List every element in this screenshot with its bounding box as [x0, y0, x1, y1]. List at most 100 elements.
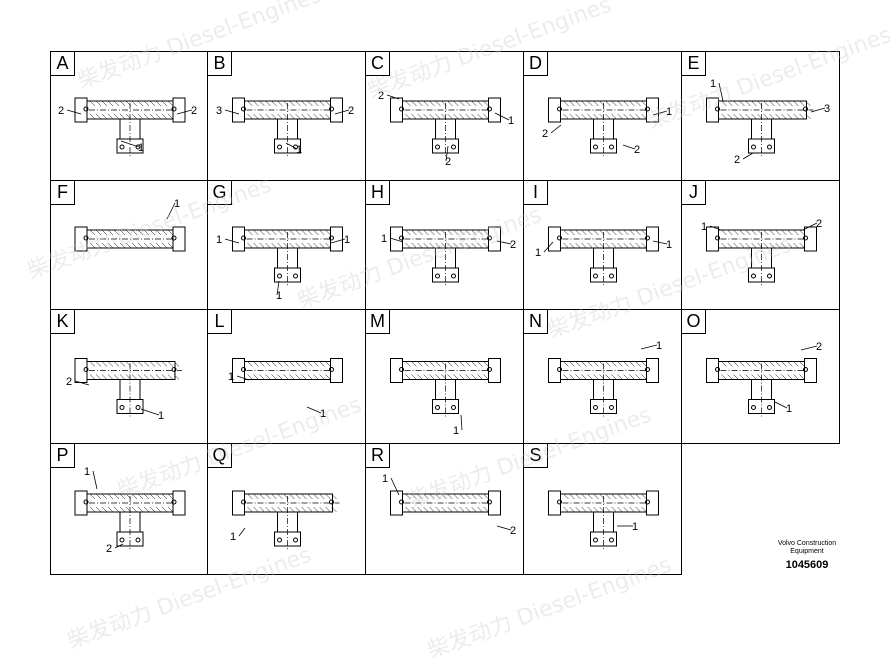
callout-leader: [496, 525, 512, 531]
callout-leader: [334, 109, 350, 115]
callout-leader: [166, 202, 176, 220]
callout-leader: [709, 225, 722, 231]
callout-number: 1: [276, 290, 282, 302]
panel-letter: R: [366, 444, 390, 468]
callout-number: 2: [445, 156, 451, 168]
callout-leader: [445, 145, 449, 162]
callout-number: 2: [191, 105, 197, 117]
callout-leader: [718, 82, 724, 102]
callout-number: 1: [508, 115, 514, 127]
callout-leader: [140, 408, 160, 416]
panel-letter: G: [208, 181, 232, 205]
panel-letter: M: [366, 310, 390, 334]
callout-leader: [494, 112, 510, 121]
fitting-drawing: [74, 226, 186, 252]
callout-number: 2: [58, 105, 64, 117]
fitting-drawing: [232, 97, 343, 157]
callout-leader: [543, 241, 554, 253]
callout-number: 1: [535, 247, 541, 259]
callout-number: 2: [378, 90, 384, 102]
panel-letter: E: [682, 52, 706, 76]
callout-number: 1: [216, 234, 222, 246]
fitting-drawing: [390, 490, 501, 516]
panel-drawing: 1: [74, 198, 186, 252]
callout-number: 1: [381, 233, 387, 245]
callout-number: 1: [786, 403, 792, 415]
callout-number: 1: [84, 466, 90, 478]
fitting-drawing: [390, 97, 501, 157]
panel-letter: J: [682, 181, 706, 205]
part-number: 1045609: [785, 559, 829, 571]
fitting-drawing: [74, 490, 186, 550]
panel-p: 1 2 P: [50, 443, 208, 575]
callout-number: 1: [174, 198, 180, 210]
panel-drawing: 2 2 1: [58, 97, 197, 157]
fitting-drawing: [548, 490, 659, 550]
callout-leader: [774, 401, 788, 409]
callout-leader: [640, 344, 658, 350]
callout-leader: [114, 543, 124, 549]
callout-number: 2: [542, 128, 548, 140]
callout-number: 1: [666, 106, 672, 118]
callout-leader: [386, 94, 400, 100]
panel-drawing: 21: [66, 358, 182, 422]
callout-number: 1: [320, 408, 326, 420]
panel-drawing: 11: [228, 358, 343, 420]
callout-number: 2: [734, 154, 740, 166]
fitting-drawing: [548, 358, 659, 418]
panel-letter: Q: [208, 444, 232, 468]
callout-leader: [810, 107, 826, 113]
fitting-drawing: [706, 226, 817, 286]
fitting-drawing: [232, 490, 340, 550]
fitting-drawing: [548, 226, 659, 286]
callout-number: 2: [816, 341, 822, 353]
callout-number: 2: [106, 543, 112, 555]
panel-c: 2 1 2 C: [365, 51, 524, 181]
fitting-drawing: [74, 358, 182, 418]
callout-leader: [66, 109, 82, 115]
callout-number: 2: [510, 239, 516, 251]
callout-number: 1: [228, 371, 234, 383]
fitting-drawing: [548, 97, 659, 157]
panel-drawing: 1: [230, 490, 340, 550]
callout-leader: [238, 527, 246, 537]
callout-number: 3: [216, 105, 222, 117]
panel-letter: F: [51, 181, 75, 205]
panel-drawing: 11: [535, 226, 672, 286]
fitting-drawing: [706, 97, 814, 157]
callout-leader: [390, 477, 400, 496]
fitting-drawing: [74, 97, 186, 157]
callout-leader: [224, 109, 240, 115]
panel-drawing: 2 1 2: [542, 97, 672, 157]
panel-letter: I: [524, 181, 548, 205]
callout-leader: [742, 152, 754, 160]
panel-letter: K: [51, 310, 75, 334]
callout-number: 1: [710, 78, 716, 90]
panel-drawing: 1: [390, 358, 501, 437]
callout-leader: [74, 380, 90, 386]
panel-drawing: 132: [706, 78, 830, 166]
panel-letter: H: [366, 181, 390, 205]
callout-number: 1: [701, 221, 707, 233]
panel-letter: C: [366, 52, 390, 76]
callout-number: 2: [634, 144, 640, 156]
panel-letter: P: [51, 444, 75, 468]
callout-leader: [496, 240, 512, 245]
caption-line-2: Equipment: [790, 548, 824, 555]
callout-leader: [652, 240, 668, 245]
callout-number: 1: [138, 142, 144, 154]
